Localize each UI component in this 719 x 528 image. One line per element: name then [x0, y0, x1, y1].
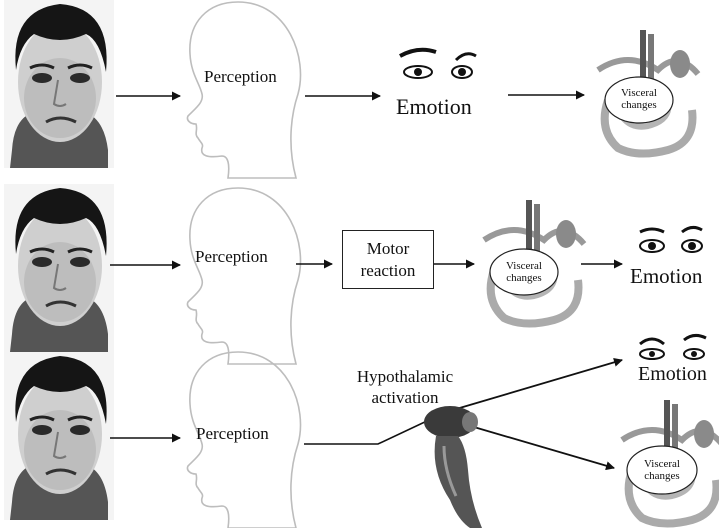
- perception-label: Perception: [195, 248, 268, 265]
- perception-label: Perception: [204, 68, 277, 85]
- visceral-changes-label: Visceral changes: [606, 87, 672, 111]
- eyes-brows-icon: [400, 50, 476, 78]
- eyes-brows-icon: [640, 335, 706, 359]
- brainstem-icon: [424, 406, 482, 528]
- visceral-changes-label: Visceral changes: [628, 458, 696, 482]
- visceral-changes-label: Visceral changes: [490, 260, 558, 284]
- emotion-label: Emotion: [396, 96, 472, 118]
- emotion-label: Emotion: [630, 266, 702, 287]
- emotion-label: Emotion: [638, 364, 707, 384]
- hypothalamic-activation-label: Hypothalamic activation: [346, 366, 464, 409]
- perception-label: Perception: [196, 425, 269, 442]
- eyes-brows-icon: [640, 227, 702, 252]
- motor-reaction-box: Motor reaction: [342, 230, 434, 289]
